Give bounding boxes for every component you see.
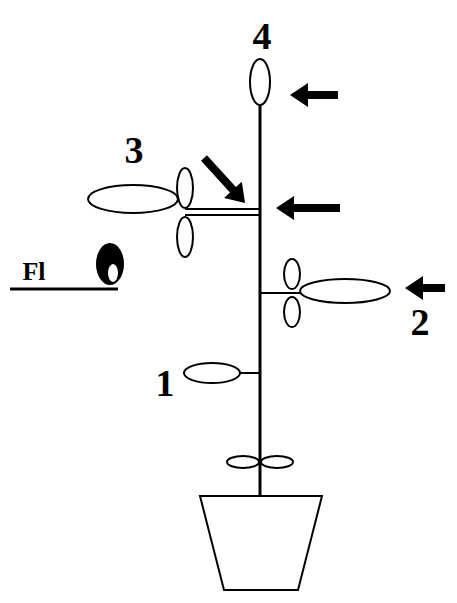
leaf bbox=[300, 279, 390, 303]
arrow bbox=[290, 83, 338, 107]
flowering-leaf bbox=[96, 243, 124, 285]
pot bbox=[200, 496, 322, 590]
callout-number: Fl bbox=[22, 259, 45, 285]
arrow bbox=[276, 196, 340, 220]
leaflet bbox=[177, 217, 193, 257]
leaflet bbox=[177, 168, 193, 208]
arrow bbox=[195, 150, 254, 211]
arrow bbox=[405, 276, 445, 300]
leaf bbox=[250, 59, 270, 105]
leaf bbox=[184, 363, 240, 383]
petiole bbox=[260, 292, 300, 294]
callout-number: 4 bbox=[253, 17, 272, 55]
leaf bbox=[88, 185, 178, 213]
cotyledon bbox=[227, 456, 259, 468]
branch bbox=[10, 288, 118, 291]
cotyledon bbox=[261, 456, 293, 468]
leaflet bbox=[284, 259, 300, 289]
callout-number: 2 bbox=[411, 303, 430, 341]
flowering-leaf-spot bbox=[108, 264, 118, 282]
leaflet bbox=[284, 297, 300, 327]
callout-number: 3 bbox=[125, 131, 144, 169]
petiole bbox=[185, 214, 260, 216]
stem bbox=[259, 105, 262, 496]
petiole bbox=[185, 208, 260, 210]
callout-number: 1 bbox=[156, 364, 175, 402]
petiole bbox=[240, 372, 260, 374]
